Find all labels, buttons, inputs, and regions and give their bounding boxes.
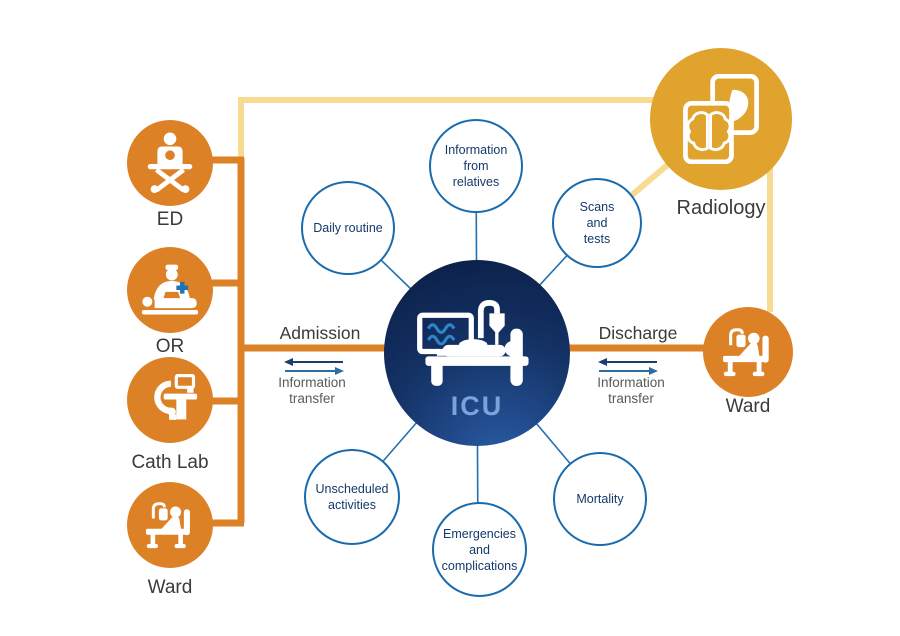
node-ed — [127, 120, 213, 206]
factor-label: Mortality — [576, 492, 624, 506]
discharge-transfer-arrows-icon — [598, 358, 658, 375]
factor-circle-unscheduled-activities: Unscheduled activities — [304, 449, 400, 545]
discharge-transfer-label: Information transfer — [597, 375, 665, 406]
admission-label: Admission — [279, 323, 361, 343]
ward-bed-icon — [722, 328, 769, 377]
factor-label: Emergencies and complications — [441, 526, 518, 573]
label-cath-lab: Cath Lab — [131, 452, 209, 473]
node-ward-left — [127, 482, 213, 568]
radiology-scans-icon — [683, 74, 759, 164]
factor-label: Scans and tests — [579, 200, 615, 246]
factor-label: Daily routine — [313, 221, 383, 235]
factor-circle-mortality: Mortality — [553, 452, 647, 546]
node-ward-right — [703, 307, 793, 397]
icu-label: ICU — [450, 391, 504, 421]
discharge-label: Discharge — [598, 323, 678, 343]
admission-transfer-arrows-icon — [284, 358, 344, 375]
factor-circle-daily-routine: Daily routine — [301, 181, 395, 275]
label-ward-right: Ward — [725, 396, 771, 417]
node-icu: ICU — [384, 260, 570, 446]
icu-bed-monitor-icon — [417, 299, 529, 386]
or-surgeon-icon — [141, 264, 199, 315]
label-ward-left: Ward — [147, 577, 193, 598]
factor-label: Unscheduled activities — [315, 482, 389, 512]
factor-circle-emergencies-and-complications: Emergencies and complications — [432, 502, 527, 597]
admission-transfer-label: Information transfer — [278, 375, 346, 406]
node-cath-lab — [127, 357, 213, 443]
node-or — [127, 247, 213, 333]
factor-circle-information-from-relatives: Information from relatives — [429, 119, 523, 213]
cath-lab-carm-icon — [154, 374, 198, 420]
label-radiology: Radiology — [676, 197, 766, 219]
label-or: OR — [155, 336, 185, 357]
ed-stretcher-icon — [147, 132, 193, 194]
yellow-top-line — [238, 97, 660, 162]
label-ed: ED — [156, 209, 184, 230]
node-radiology — [650, 48, 792, 190]
factor-circle-scans-and-tests: Scans and tests — [552, 178, 642, 268]
ward-bed-icon — [145, 502, 190, 549]
factor-label: Information from relatives — [444, 143, 508, 189]
